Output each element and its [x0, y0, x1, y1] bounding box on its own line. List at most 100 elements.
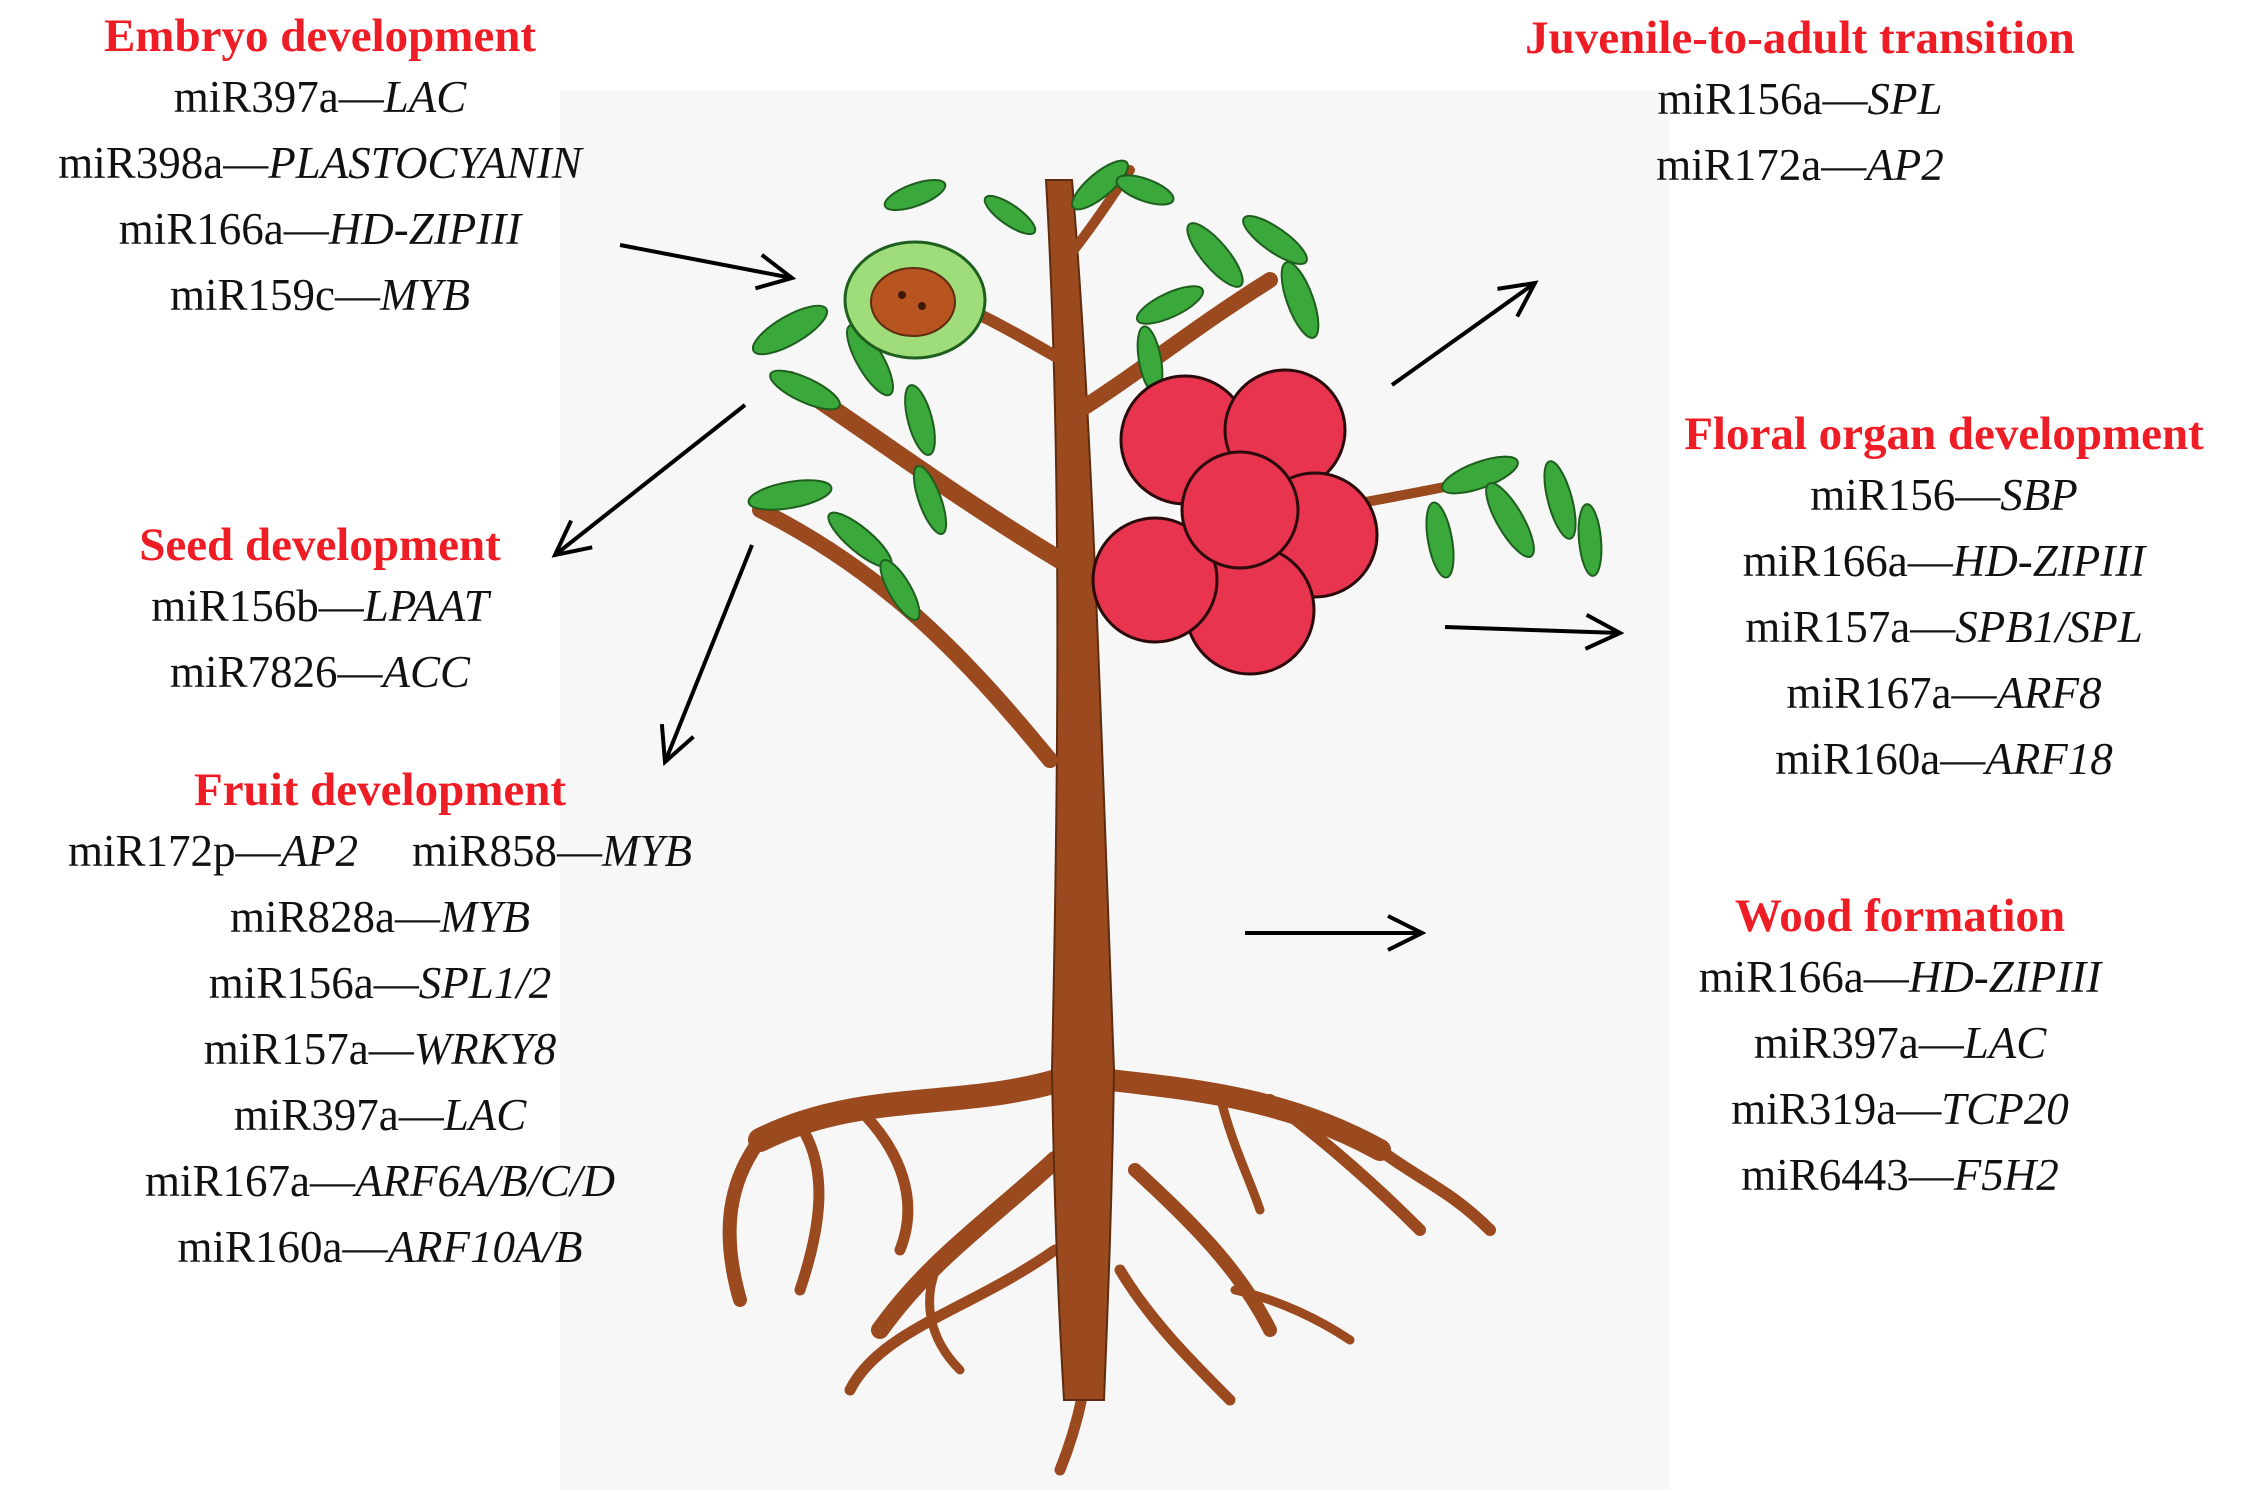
mirna: miR160a [1775, 734, 1941, 784]
tree-trunk [1044, 179, 1116, 1401]
mirna: miR172a [1656, 140, 1822, 190]
target-gene: SPB1/SPL [1955, 602, 2143, 652]
target-gene: ARF10A/B [387, 1222, 583, 1272]
mirna: miR319a [1731, 1084, 1897, 1134]
floral-organ-development-title: Floral organ development [1684, 408, 2204, 460]
entry-pair-row: miR172p—AP2 miR858—MYB [0, 818, 760, 884]
entry: miR159c—MYB [170, 270, 470, 320]
mirna: miR156a [208, 958, 374, 1008]
embryo-development-title: Embryo development [103, 10, 537, 62]
mirna: miR172p [67, 826, 236, 876]
arrow-juvenile [1390, 283, 1535, 387]
target-gene: ARF6A/B/C/D [355, 1156, 615, 1206]
entry: miR6443—F5H2 [1741, 1150, 2059, 1200]
target-gene: HD-ZIPIII [1908, 952, 2102, 1002]
entry: miR398a—PLASTOCYANIN [58, 138, 582, 188]
entry: miR166a—HD-ZIPIII [1742, 536, 2146, 586]
target-gene: LAC [383, 72, 467, 122]
mirna: miR397a [173, 72, 339, 122]
target-gene: MYB [440, 892, 530, 942]
juvenile-to-adult-transition-section: Juvenile-to-adult transition miR156a—SPL… [1440, 10, 2160, 198]
entry: miR397a—LAC [1753, 1018, 2047, 1068]
target-gene: MYB [380, 270, 470, 320]
target-gene: LAC [1963, 1018, 2047, 1068]
juvenile-to-adult-transition-title: Juvenile-to-adult transition [1525, 12, 2075, 64]
arrows [555, 243, 1620, 933]
floral-organ-development-section: Floral organ development miR156—SBP miR1… [1630, 406, 2258, 792]
mirna: miR159c [170, 270, 335, 320]
wood-formation-title: Wood formation [1734, 890, 2066, 942]
mirna: miR160a [177, 1222, 343, 1272]
entry: miR858—MYB [411, 826, 693, 876]
mirna: miR156a [1657, 74, 1823, 124]
entry: miR7826—ACC [169, 647, 471, 697]
target-gene: LAC [443, 1090, 527, 1140]
mirna: miR157a [1745, 602, 1911, 652]
target-gene: F5H2 [1953, 1150, 2059, 1200]
entry: miR157a—WRKY8 [203, 1024, 557, 1074]
flower [1091, 368, 1379, 676]
target-gene: HD-ZIPIII [1952, 536, 2146, 586]
mirna: miR167a [145, 1156, 311, 1206]
entry: miR157a—SPB1/SPL [1745, 602, 2143, 652]
entry: miR397a—LAC [173, 72, 467, 122]
mirna: miR397a [233, 1090, 399, 1140]
entry: miR828a—MYB [230, 892, 530, 942]
seed-development-title: Seed development [139, 519, 501, 571]
fruit-cross-section [843, 240, 987, 360]
entry: miR156—SBP [1810, 470, 2078, 520]
mirna: miR156b [151, 581, 319, 631]
target-gene: SPL1/2 [418, 958, 552, 1008]
mirna: miR398a [58, 138, 224, 188]
target-gene: ARF18 [1985, 734, 2113, 784]
target-gene: SPL [1867, 74, 1943, 124]
entry: miR166a—HD-ZIPIII [1698, 952, 2102, 1002]
entry: miR319a—TCP20 [1731, 1084, 2069, 1134]
mirna: miR157a [203, 1024, 369, 1074]
embryo-development-section: Embryo development miR397a—LAC miR398a—P… [0, 8, 640, 328]
target-gene: WRKY8 [413, 1024, 557, 1074]
mirna: miR156 [1810, 470, 1956, 520]
entry: miR172a—AP2 [1656, 140, 1944, 190]
arrow-embryo [619, 243, 792, 278]
wood-formation-section: Wood formation miR166a—HD-ZIPIII miR397a… [1610, 888, 2190, 1208]
fruit-development-title: Fruit development [193, 764, 567, 816]
seed-development-section: Seed development miR156b—LPAAT miR7826—A… [40, 517, 600, 705]
entry: miR167a—ARF8 [1786, 668, 2102, 718]
entry: miR160a—ARF10A/B [177, 1222, 583, 1272]
mirna: miR7826 [169, 647, 338, 697]
entry: miR156a—SPL1/2 [208, 958, 552, 1008]
target-gene: TCP20 [1941, 1084, 2069, 1134]
mirna: miR828a [230, 892, 395, 942]
entry: miR156a—SPL [1657, 74, 1943, 124]
target-gene: HD-ZIPIII [328, 204, 522, 254]
target-gene: ARF8 [1996, 668, 2102, 718]
target-gene: PLASTOCYANIN [268, 138, 582, 188]
mirna: miR167a [1786, 668, 1952, 718]
entry: miR156b—LPAAT [151, 581, 489, 631]
mirna: miR397a [1753, 1018, 1919, 1068]
mirna: miR166a [1698, 952, 1864, 1002]
arrow-floral [1444, 627, 1620, 633]
mirna: miR166a [118, 204, 284, 254]
arrow-seed [555, 403, 747, 555]
arrow-fruit [665, 544, 754, 762]
mirna: miR6443 [1741, 1150, 1909, 1200]
entry: miR160a—ARF18 [1775, 734, 2113, 784]
target-gene: AP2 [1866, 140, 1944, 190]
target-gene: MYB [602, 826, 693, 876]
entry: miR172p—AP2 [67, 826, 358, 876]
leaves [747, 159, 1603, 621]
entry: miR167a—ARF6A/B/C/D [145, 1156, 615, 1206]
plant-backdrop [560, 90, 1670, 1490]
target-gene: AP2 [280, 826, 358, 876]
target-gene: ACC [382, 647, 471, 697]
target-gene: LPAAT [363, 581, 489, 631]
mirna: miR166a [1742, 536, 1908, 586]
entry: miR166a—HD-ZIPIII [118, 204, 522, 254]
mirna: miR858 [411, 826, 558, 876]
entry: miR397a—LAC [233, 1090, 527, 1140]
target-gene: SBP [2000, 470, 2078, 520]
